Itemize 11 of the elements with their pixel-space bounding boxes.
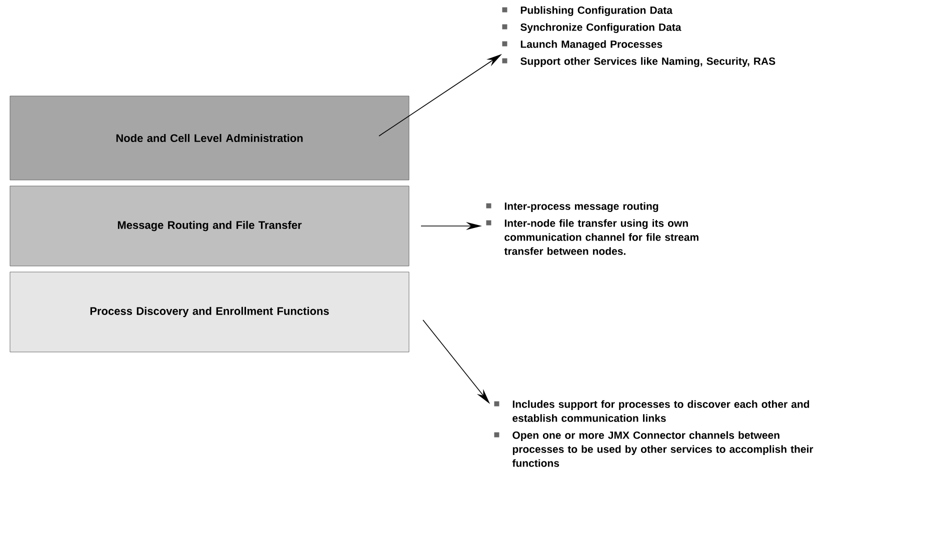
bullet-item: Open one or more JMX Connector channels between processes to be used by other services to accomplish their functions: [494, 431, 814, 467]
bullet-item: Publishing Configuration Data: [502, 6, 673, 16]
bullet-item: Launch Managed Processes: [502, 40, 662, 50]
bullet-item: Support other Services like Naming, Security, RAS: [502, 57, 776, 68]
process-box: Message Routing and File Transfer: [10, 186, 410, 266]
bullet-item: Synchronize Configuration Data: [502, 23, 682, 34]
bullet-item: Includes support for processes to discover each other and establish communication links: [494, 400, 810, 422]
bullet-item: Inter-process message routing: [486, 202, 658, 212]
bullet-item: Inter-node file transfer using its own communication channel for file stream transfer between nodes.: [486, 219, 698, 255]
process-box: Process Discovery and Enrollment Functions: [10, 272, 410, 352]
process-box: Node and Cell Level Administration: [10, 96, 410, 180]
